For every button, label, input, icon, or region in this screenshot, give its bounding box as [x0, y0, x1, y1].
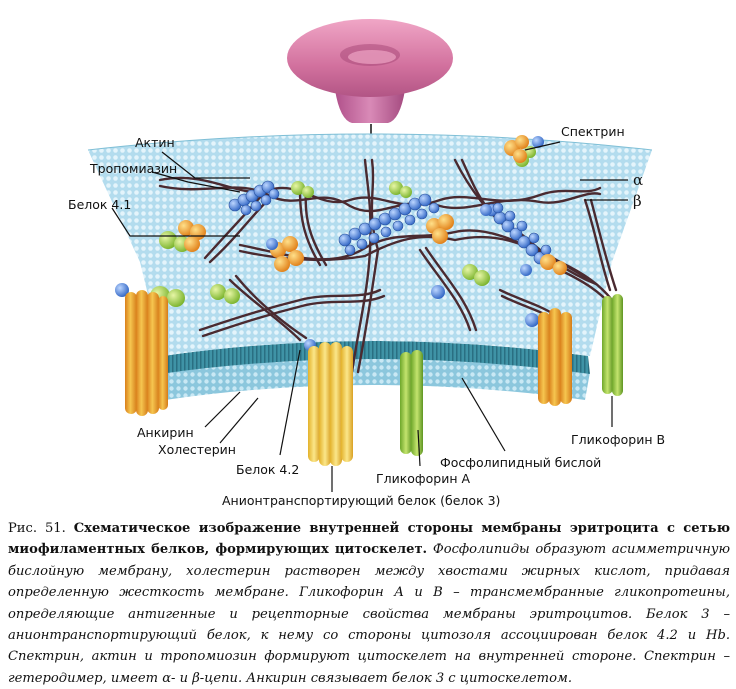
label-spectrin: Спектрин — [561, 124, 625, 139]
actin-filament-left — [228, 180, 280, 216]
label-cholesterol: Холестерин — [158, 442, 236, 457]
actin-filaments — [228, 180, 552, 265]
label-protein-4-2: Белок 4.2 — [236, 462, 299, 477]
label-glycophorin-b: Гликофорин В — [571, 432, 665, 447]
label-anion-transporter: Анионтранспортирующий белок (белок 3) — [222, 493, 500, 508]
leader-lines — [111, 141, 628, 492]
label-ankyrin: Анкирин — [137, 425, 194, 440]
label-alpha-chain: α — [633, 171, 643, 189]
erythrocyte-icon — [287, 19, 453, 123]
glycophorin-b — [602, 294, 623, 396]
caption-title: Схематическое изображение внутренней сто… — [8, 521, 730, 558]
actin-filament-center — [338, 193, 440, 256]
glycophorin-a — [400, 350, 423, 456]
label-phospholipid-bilayer: Фосфолипидный бислой — [440, 455, 601, 470]
band3-protein-left — [125, 290, 168, 416]
band3-protein-right — [538, 308, 572, 406]
figure-caption: Рис. 51. Схематическое изображение внутр… — [8, 518, 730, 689]
band3-protein-center — [308, 342, 353, 466]
caption-body: Фосфолипиды образуют асимметричную бисло… — [8, 542, 730, 686]
caption-number: Рис. 51. — [8, 521, 66, 536]
label-beta-chain: β — [633, 192, 642, 210]
label-protein-4-1: Белок 4.1 — [68, 197, 131, 212]
label-actin: Актин — [135, 135, 175, 150]
membrane-diagram: Актин Тропомиазин Белок 4.1 Спектрин α β… — [68, 19, 665, 508]
actin-filament-right — [485, 202, 552, 265]
surface-proteins — [115, 135, 567, 351]
label-tropomyosin: Тропомиазин — [89, 161, 177, 176]
label-glycophorin-a: Гликофорин А — [376, 471, 470, 486]
